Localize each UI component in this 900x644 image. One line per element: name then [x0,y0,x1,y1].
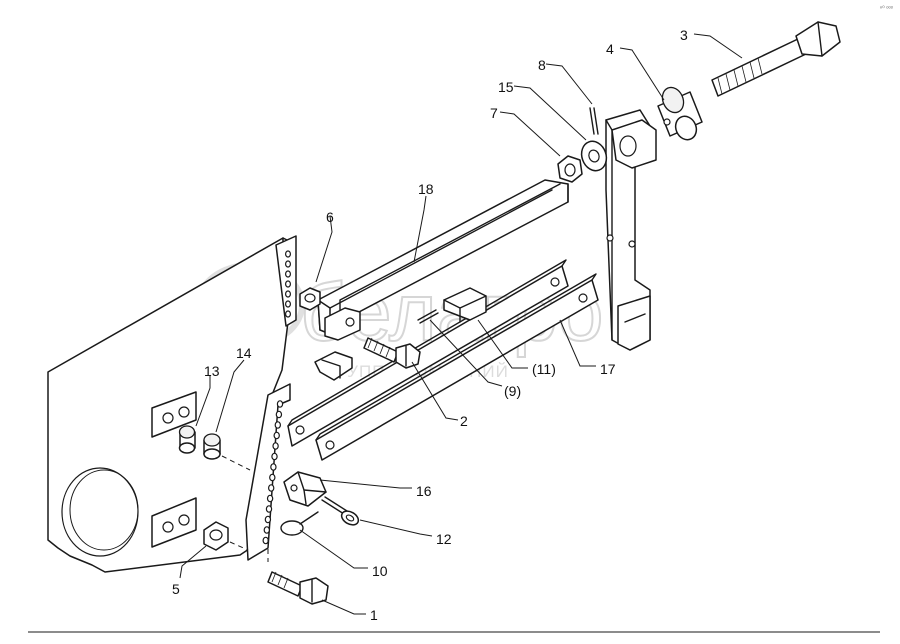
callout-18: 18 [418,181,434,197]
part-12-pin [321,496,360,526]
callout-13: 13 [204,363,220,379]
part-13-bushing [178,425,196,454]
strip-hole [285,290,292,298]
callout-8: 8 [538,57,546,73]
callout-15: 15 [498,79,514,95]
part-1-bolt [267,571,329,605]
part-16-clevis [283,471,327,507]
part-8-splitpin [589,107,599,135]
leader-lines [179,33,743,615]
callout-4: 4 [606,41,614,57]
part-17-bar [315,273,599,461]
callout-6: 6 [326,209,334,225]
strip-hole [285,260,292,268]
callout-9: (9) [504,383,521,399]
callout-12: 12 [436,531,452,547]
callout-5: 5 [172,581,180,597]
callout-7: 7 [490,105,498,121]
part-5-nut [203,521,229,551]
part-18-channel [317,179,569,341]
corner-mark: ⁿ⁰ ᵒᵒᵒ [880,5,894,12]
frame-cutout [61,467,139,557]
small-clevis [314,351,353,381]
strip-hole [285,300,292,308]
strip-hole [268,484,275,492]
strip-hole [285,310,292,318]
callout-16: 16 [416,483,432,499]
part-3-bolt [711,21,841,97]
strip-hole [285,250,292,258]
part-6-nut [299,287,321,311]
callout-3: 3 [680,27,688,43]
strip-hole [272,442,279,450]
strip-hole [271,452,278,461]
frame-plate [47,237,296,573]
strip-hole [263,526,270,534]
callout-10: 10 [372,563,388,579]
callout-14: 14 [236,345,252,361]
callout-11: (11) [532,361,556,377]
part-9-pin [417,309,439,324]
part-15-nut [580,140,608,172]
callout-2: 2 [460,413,468,429]
perforated-strip [245,235,297,561]
callout-1: 1 [370,607,378,623]
strip-hole [264,515,272,524]
part-4-sleeve [657,86,703,141]
part-11-block [443,287,487,323]
strip-hole [285,270,292,278]
strip-hole [270,463,277,471]
strip-hole [265,505,273,513]
right-bracket [605,109,657,351]
strip-hole [276,400,284,408]
part-10-clip [280,511,319,536]
callout-17: 17 [600,361,616,377]
strip-hole [285,280,292,288]
strip-hole [274,421,281,429]
strip-hole [273,431,280,440]
callouts: 3 4 8 15 7 18 6 14 13 (11) 17 (9) 2 16 1… [172,27,688,623]
part-14-bushing [203,433,221,460]
part-2-bolt [363,337,421,369]
strip-hole [275,410,283,419]
strip-hole [266,494,274,503]
part-7-nut [557,155,583,183]
strip-hole [269,473,276,482]
lower-bracket [151,497,197,548]
upper-bracket [151,391,197,438]
